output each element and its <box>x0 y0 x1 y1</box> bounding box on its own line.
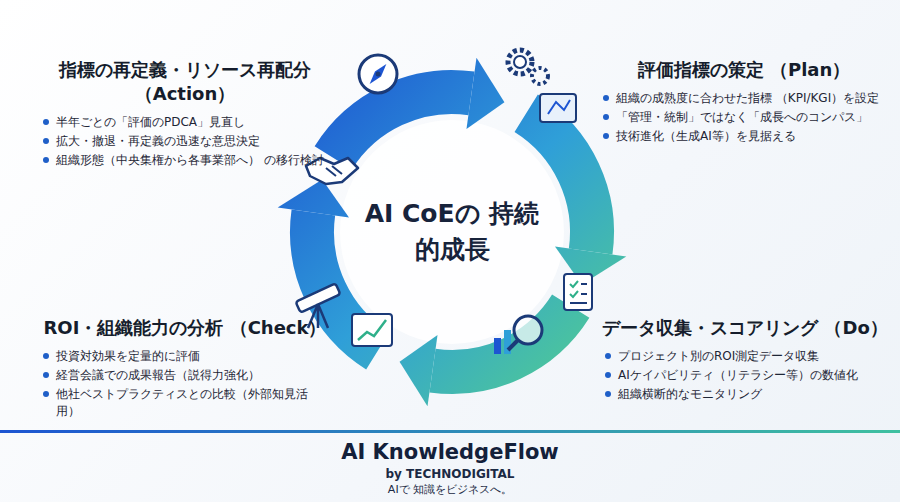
stage-bullet: プロジェクト別のROI測定データ収集 <box>602 348 888 365</box>
checklist-icon <box>564 274 592 310</box>
stage-heading: ROI・組織能力の分析 （Check） <box>40 316 330 340</box>
stage-bullet: 技術進化（生成AI等）を見据える <box>600 128 888 145</box>
brand-name: AI KnowledgeFlow <box>0 440 900 465</box>
stage-block: 指標の再定義・リソース再配分 （Action） 半年ごとの「評価のPDCA」見直し… <box>40 58 330 171</box>
stage-block: 評価指標の策定 （Plan） 組織の成熟度に合わせた指標 （KPI/KGI）を設定… <box>600 58 888 147</box>
cycle-ring <box>278 58 627 407</box>
ring-arrowhead <box>400 335 438 406</box>
stage-bullet: 組織の成熟度に合わせた指標 （KPI/KGI）を設定 <box>600 90 888 107</box>
compass-icon <box>359 55 397 93</box>
ring-arrowhead <box>466 58 504 129</box>
stage-bullet: 組織横断的なモニタリング <box>602 386 888 403</box>
ring-center <box>340 120 564 344</box>
footer-rule <box>0 430 900 433</box>
stage-heading: データ収集・スコアリング （Do） <box>602 316 888 340</box>
stage-bullet: 経営会議での成果報告（説得力強化） <box>40 367 330 384</box>
ring-arc <box>433 306 571 372</box>
stage-heading: 評価指標の策定 （Plan） <box>600 58 888 82</box>
stage-bullet: 他社ベストプラクティスとの比較（外部知見活用） <box>40 386 330 420</box>
stage-bullet: 拡大・撤退・再定義の迅速な意思決定 <box>40 133 330 150</box>
stage-block: ROI・組織能力の分析 （Check） 投資対効果を定量的に評価経営会議での成果報… <box>40 316 330 422</box>
center-title: AI CoEの 持続的成長 <box>362 196 542 268</box>
stage-block: データ収集・スコアリング （Do） プロジェクト別のROI測定データ収集 AIケイパ… <box>602 316 888 405</box>
ring-arrowhead <box>278 180 349 218</box>
ring-arc <box>526 113 592 251</box>
chart-icon <box>352 314 392 346</box>
stage-bullet: AIケイパビリティ（リテラシー等）の数値化 <box>602 367 888 384</box>
gear-icon <box>508 50 548 84</box>
blueprint-icon <box>540 94 576 122</box>
stage-bullet: 半年ごとの「評価のPDCA」見直し <box>40 114 330 131</box>
stage-bullet: 投資対効果を定量的に評価 <box>40 348 330 365</box>
stage-heading: 指標の再定義・リソース再配分 （Action） <box>40 58 330 106</box>
magnifier-icon <box>494 316 542 354</box>
stage-bullet: 組織形態（中央集権から各事業部へ） の移行検討 <box>40 152 330 169</box>
stage-bullet: 「管理・統制」ではなく「成長へのコンパス」 <box>600 109 888 126</box>
brand-tagline: AIで 知識をビジネスへ。 <box>0 482 900 497</box>
brand-byline: by TECHNODIGITAL <box>0 466 900 482</box>
ring-arc <box>333 92 471 158</box>
